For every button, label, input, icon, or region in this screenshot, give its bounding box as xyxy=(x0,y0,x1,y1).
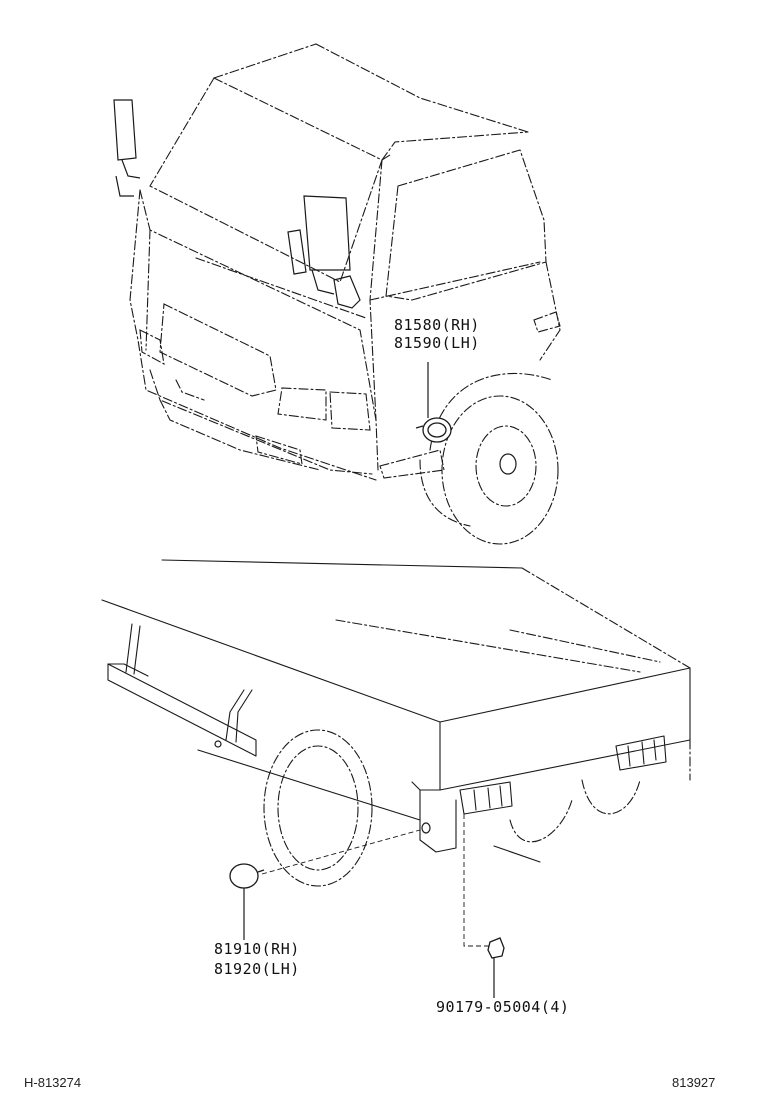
front-marker-lh-label: 81590(LH) xyxy=(394,334,480,352)
side-marker-rh-label: 81910(RH) xyxy=(214,940,300,958)
mounting-screw xyxy=(463,814,505,998)
front-marker-rh-label: 81580(RH) xyxy=(394,316,480,334)
side-marker-lh-label: 81920(LH) xyxy=(214,960,300,978)
truck-bed-drawing xyxy=(101,559,691,887)
left-reference-code: H-813274 xyxy=(24,1075,82,1090)
right-reference-code: 813927 xyxy=(672,1075,716,1090)
truck-cab-drawing xyxy=(113,43,561,545)
front-side-marker-lamp xyxy=(415,362,452,443)
screw-part-label: 90179-05004(4) xyxy=(436,998,570,1016)
side-marker-lamp xyxy=(229,829,421,940)
